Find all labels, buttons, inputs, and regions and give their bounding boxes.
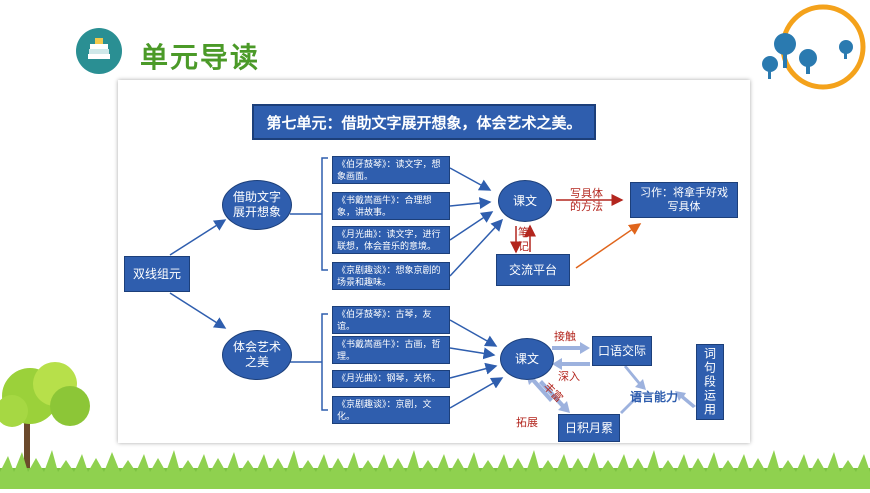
top-item-4: 《京剧趣谈》：想象京剧的场景和趣味。	[332, 262, 450, 290]
top-item-3: 《月光曲》：读文字，进行联想，体会音乐的意境。	[332, 226, 450, 254]
label-write-method: 写具体的方法	[570, 187, 603, 213]
top-item-2: 《书戴嵩画牛》：合理想象，讲故事。	[332, 192, 450, 220]
books-icon	[76, 28, 122, 74]
xizuo-box: 习作：将拿手好戏写具体	[630, 182, 738, 218]
bottom-item-3: 《月光曲》：钢琴，关怀。	[332, 370, 450, 388]
decor-tree	[0, 356, 110, 476]
label-expand: 拓展	[516, 416, 538, 429]
diagram-connectors	[169, 157, 696, 414]
bottom-item-2: 《书戴嵩画牛》：古画，哲理。	[332, 336, 450, 364]
bottom-item-4: 《京剧趣谈》：京剧，文化。	[332, 396, 450, 424]
yuyan-label: 语言能力	[630, 390, 679, 404]
bottom-item-1: 《伯牙鼓琴》：古琴，友谊。	[332, 306, 450, 334]
ciju-box: 词句段运用	[696, 344, 724, 420]
label-notes: 笔记	[518, 226, 529, 253]
unit-banner: 第七单元：借助文字展开想象，体会艺术之美。	[252, 104, 596, 140]
top-item-1: 《伯牙鼓琴》：读文字，想象画面。	[332, 156, 450, 184]
riji-box: 日积月累	[558, 414, 620, 442]
kouyu-box: 口语交际	[592, 336, 652, 366]
ciju-text: 词句段运用	[702, 347, 717, 417]
kewen-bottom: 课文	[500, 338, 554, 380]
root-node: 双线组元	[124, 256, 190, 292]
label-contact: 接触	[554, 330, 576, 343]
decor-grass	[0, 446, 870, 489]
kewen-top: 课文	[498, 180, 552, 222]
branch-art: 体会艺术之美	[222, 330, 292, 380]
page-title: 单元导读	[140, 41, 261, 74]
decor-tree-circle	[748, 0, 870, 100]
branch-imagination: 借助文字展开想象	[222, 180, 292, 230]
label-deep: 深入	[558, 370, 580, 383]
unit-diagram: 第七单元：借助文字展开想象，体会艺术之美。 双线组元 借助文字展开想象 体会艺术…	[118, 80, 750, 443]
jiaoliu-box: 交流平台	[496, 254, 570, 286]
